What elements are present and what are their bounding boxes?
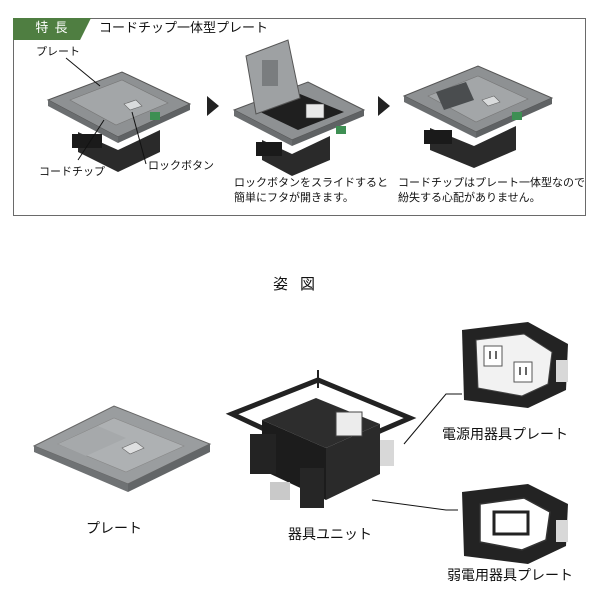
power-plate-label: 電源用器具プレート xyxy=(442,427,568,443)
cord-chip-label: コードチップ xyxy=(39,165,105,178)
figure-heading: 姿図 xyxy=(272,275,327,293)
open-lid-illustration xyxy=(232,39,366,176)
power-plate-illustration xyxy=(462,322,568,408)
feature-panel xyxy=(13,18,586,216)
step2-caption-line2: 簡単にフタが開きます。 xyxy=(234,191,354,204)
closed-plate-drawing xyxy=(46,71,192,172)
lock-button-label: ロックボタン xyxy=(148,159,214,172)
weak-plate-label: 弱電用器具プレート xyxy=(447,568,573,584)
step2-caption-line1: ロックボタンをスライドすると xyxy=(234,176,388,189)
step3-caption-line2: 紛失する心配がありません。 xyxy=(398,191,541,204)
unit-figure-label: 器具ユニット xyxy=(288,527,372,543)
arrow-right-icon xyxy=(207,96,219,116)
plate-figure-label: プレート xyxy=(86,521,142,537)
plate-illustration xyxy=(32,405,212,492)
arrow-right-icon xyxy=(378,96,390,116)
integrated-chip-illustration xyxy=(402,65,554,168)
unit-illustration xyxy=(225,370,417,508)
plate-label: プレート xyxy=(36,45,80,58)
feature-title: コードチップ一体型プレート xyxy=(99,21,269,36)
feature-tab: 特 長 xyxy=(13,18,91,40)
weak-plate-illustration xyxy=(462,484,568,564)
step3-caption-line1: コードチップはプレート一体型なので xyxy=(398,176,585,189)
